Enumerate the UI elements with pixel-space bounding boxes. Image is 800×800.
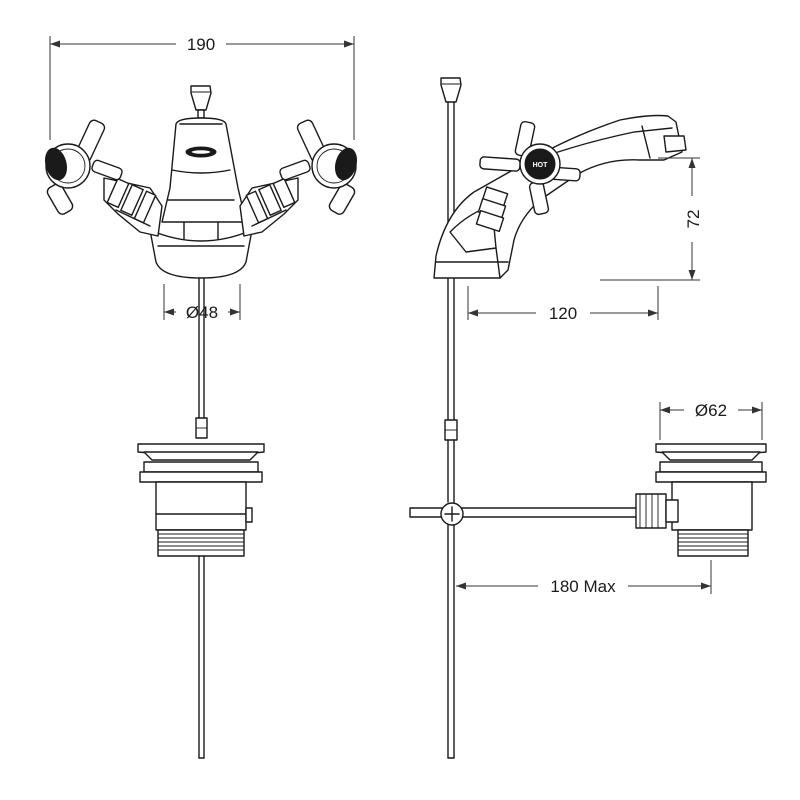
side-waste-thread	[678, 533, 748, 551]
front-left-cross-handle	[44, 119, 123, 215]
side-view: HOT	[409, 77, 767, 759]
side-waste	[635, 443, 767, 557]
dim-label-reach: 120	[549, 304, 577, 323]
side-pull-rod	[409, 502, 651, 526]
front-right-valve	[239, 177, 299, 237]
dim-label-waste-diameter: Ø62	[695, 401, 727, 420]
side-tap-body	[433, 114, 687, 279]
front-waste-thread	[158, 533, 244, 551]
side-popup-rod	[440, 77, 462, 759]
side-waste-outlet	[635, 493, 679, 529]
front-left-valve	[103, 177, 163, 237]
dimension-pull-rod-max: 180 Max	[456, 560, 712, 596]
dim-label-pull-rod-max: 180 Max	[550, 577, 616, 596]
dim-label-overall-width: 190	[187, 35, 215, 54]
dimension-spout-base-diameter: Ø48	[163, 284, 241, 322]
dimension-spout-height: 72	[600, 157, 703, 281]
front-right-cross-handle	[279, 119, 358, 215]
dim-label-base-diameter: Ø48	[186, 303, 218, 322]
front-popup-rod	[195, 277, 208, 439]
side-cross-handle: HOT	[479, 120, 581, 216]
dimension-overall-width: 190	[49, 35, 355, 140]
front-tap-body	[149, 117, 253, 279]
dimension-waste-diameter: Ø62	[659, 401, 763, 440]
dim-label-height: 72	[684, 210, 703, 229]
front-view: 190 Ø48	[44, 35, 358, 759]
front-waste	[137, 443, 265, 759]
dimension-spout-reach: 120	[467, 286, 659, 323]
handle-hot-indicator: HOT	[533, 162, 549, 169]
front-popup-knob	[190, 85, 212, 119]
